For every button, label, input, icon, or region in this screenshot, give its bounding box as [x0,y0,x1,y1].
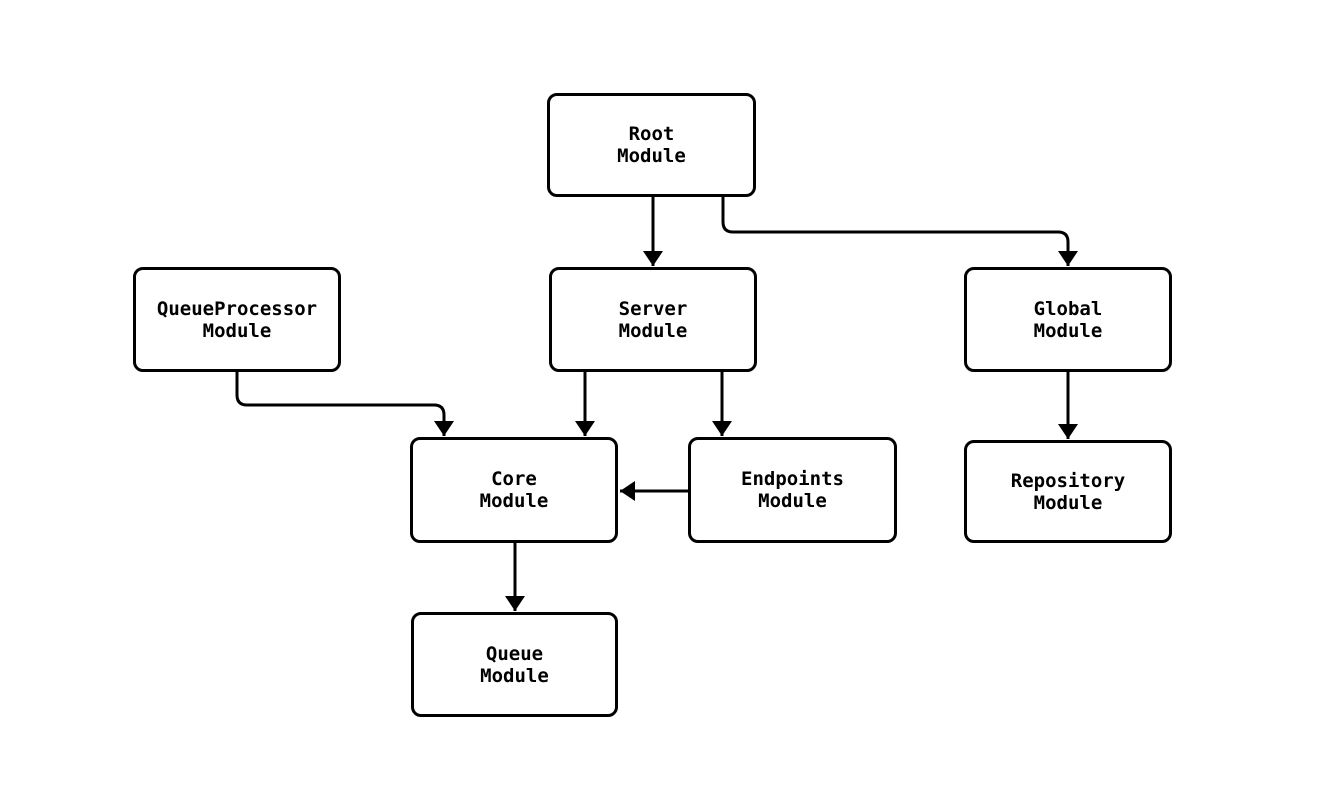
node-label-line: Module [617,145,686,167]
node-label-line: Module [479,490,549,512]
node-label-line: Global [1033,297,1103,320]
node-label-line: Module [758,490,827,512]
node-label-line: Module [1033,319,1103,342]
node-label-line: Module [202,319,272,342]
edge-root-module-to-global-module [721,197,1078,266]
node-label-line: Server [618,297,688,320]
node-label-line: Queue [485,642,544,665]
node-label-line: Root [628,123,675,145]
edge-queueprocessor-module-to-core-module [235,372,454,436]
node-label-line: Core [491,468,537,490]
node-label-line: Repository [1010,469,1126,492]
node-label-line: Module [618,319,688,342]
node-label-line: QueueProcessor [156,297,318,320]
node-label-line: Module [1033,491,1103,514]
node-label-line: Module [480,664,549,687]
node-label-line: Endpoints [741,468,844,490]
